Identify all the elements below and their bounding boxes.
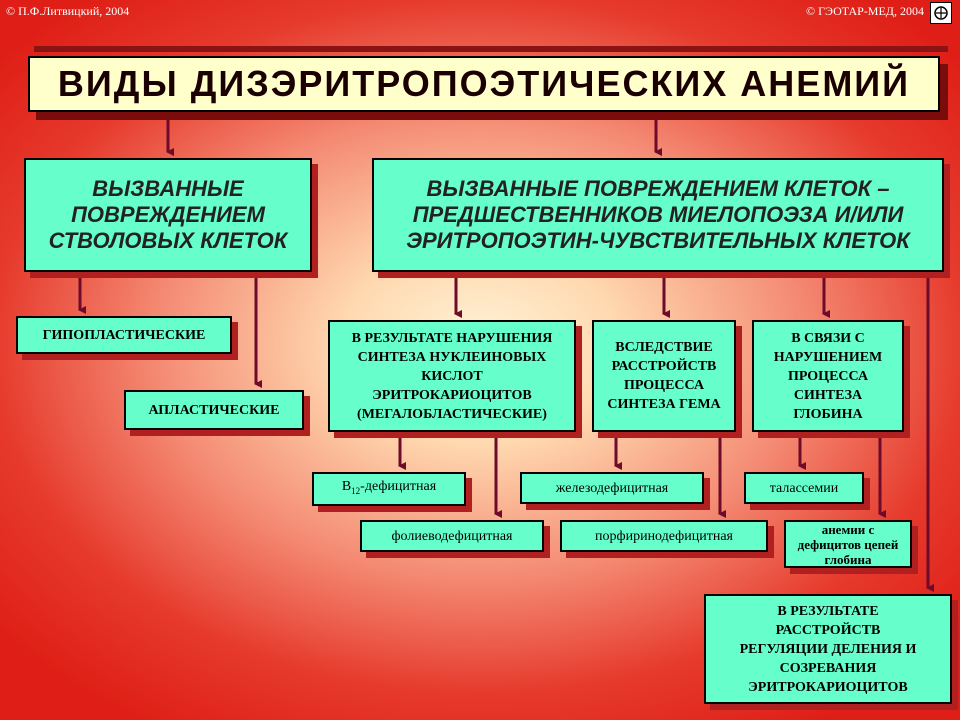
thalassemia-label: талассемии bbox=[769, 480, 839, 496]
precursors-label: ВЫЗВАННЫЕ ПОВРЕЖДЕНИЕМ КЛЕТОК – ПРЕДШЕСТ… bbox=[406, 176, 910, 253]
nucleic-cause-label: В РЕЗУЛЬТАТЕ НАРУШЕНИЯ СИНТЕЗА НУКЛЕИНОВ… bbox=[351, 330, 553, 422]
folate-box: фолиеводефицитная bbox=[360, 520, 544, 552]
copyright-left: © П.Ф.Литвицкий, 2004 bbox=[6, 4, 130, 18]
globin-cause-label: В СВЯЗИ С НАРУШЕНИЕМ ПРОЦЕССА СИНТЕЗА ГЛ… bbox=[773, 330, 883, 422]
stem-cells-box: ВЫЗВАННЫЕ ПОВРЕЖДЕНИЕМ СТВОЛОВЫХ КЛЕТОК bbox=[24, 158, 312, 272]
nucleic-cause-box: В РЕЗУЛЬТАТЕ НАРУШЕНИЯ СИНТЕЗА НУКЛЕИНОВ… bbox=[328, 320, 576, 432]
heme-cause-box: ВСЛЕДСТВИЕ РАССТРОЙСТВ ПРОЦЕССА СИНТЕЗА … bbox=[592, 320, 736, 432]
globin-chain-label: анемии с дефицитов цепей глобина bbox=[797, 521, 899, 567]
diagram-title-box: ВИДЫ ДИЗЭРИТРОПОЭТИЧЕСКИХ АНЕМИЙ bbox=[28, 56, 940, 112]
title-top-bar bbox=[34, 46, 948, 52]
thalassemia-box: талассемии bbox=[744, 472, 864, 504]
b12-subscript: 12 bbox=[351, 485, 361, 496]
hypoplastic-label: ГИПОПЛАСТИЧЕСКИЕ bbox=[42, 327, 206, 343]
aplastic-box: АПЛАСТИЧЕСКИЕ bbox=[124, 390, 304, 430]
heme-cause-label: ВСЛЕДСТВИЕ РАССТРОЙСТВ ПРОЦЕССА СИНТЕЗА … bbox=[607, 340, 721, 412]
iron-label: железодефицитная bbox=[555, 480, 669, 496]
diagram-title: ВИДЫ ДИЗЭРИТРОПОЭТИЧЕСКИХ АНЕМИЙ bbox=[57, 63, 911, 104]
division-cause-label: В РЕЗУЛЬТАТЕ РАССТРОЙСТВ РЕГУЛЯЦИИ ДЕЛЕН… bbox=[739, 603, 917, 695]
stem-cells-label: ВЫЗВАННЫЕ ПОВРЕЖДЕНИЕМ СТВОЛОВЫХ КЛЕТОК bbox=[48, 176, 288, 253]
hypoplastic-box: ГИПОПЛАСТИЧЕСКИЕ bbox=[16, 316, 232, 354]
porphyrin-label: порфиринодефицитная bbox=[595, 528, 733, 544]
globin-cause-box: В СВЯЗИ С НАРУШЕНИЕМ ПРОЦЕССА СИНТЕЗА ГЛ… bbox=[752, 320, 904, 432]
precursors-box: ВЫЗВАННЫЕ ПОВРЕЖДЕНИЕМ КЛЕТОК – ПРЕДШЕСТ… bbox=[372, 158, 944, 272]
porphyrin-box: порфиринодефицитная bbox=[560, 520, 768, 552]
globin-chain-box: анемии с дефицитов цепей глобина bbox=[784, 520, 912, 568]
publisher-logo-icon bbox=[930, 2, 952, 24]
b12-box: B12-дефицитная bbox=[312, 472, 466, 506]
b12-label: B12-дефицитная bbox=[342, 477, 436, 501]
b12-suffix: -дефицитная bbox=[360, 479, 437, 495]
folate-label: фолиеводефицитная bbox=[391, 528, 513, 544]
copyright-right: © ГЭОТАР-МЕД, 2004 bbox=[805, 4, 924, 18]
iron-box: железодефицитная bbox=[520, 472, 704, 504]
b12-letter: B bbox=[341, 479, 352, 495]
division-cause-box: В РЕЗУЛЬТАТЕ РАССТРОЙСТВ РЕГУЛЯЦИИ ДЕЛЕН… bbox=[704, 594, 952, 704]
aplastic-label: АПЛАСТИЧЕСКИЕ bbox=[148, 402, 280, 418]
